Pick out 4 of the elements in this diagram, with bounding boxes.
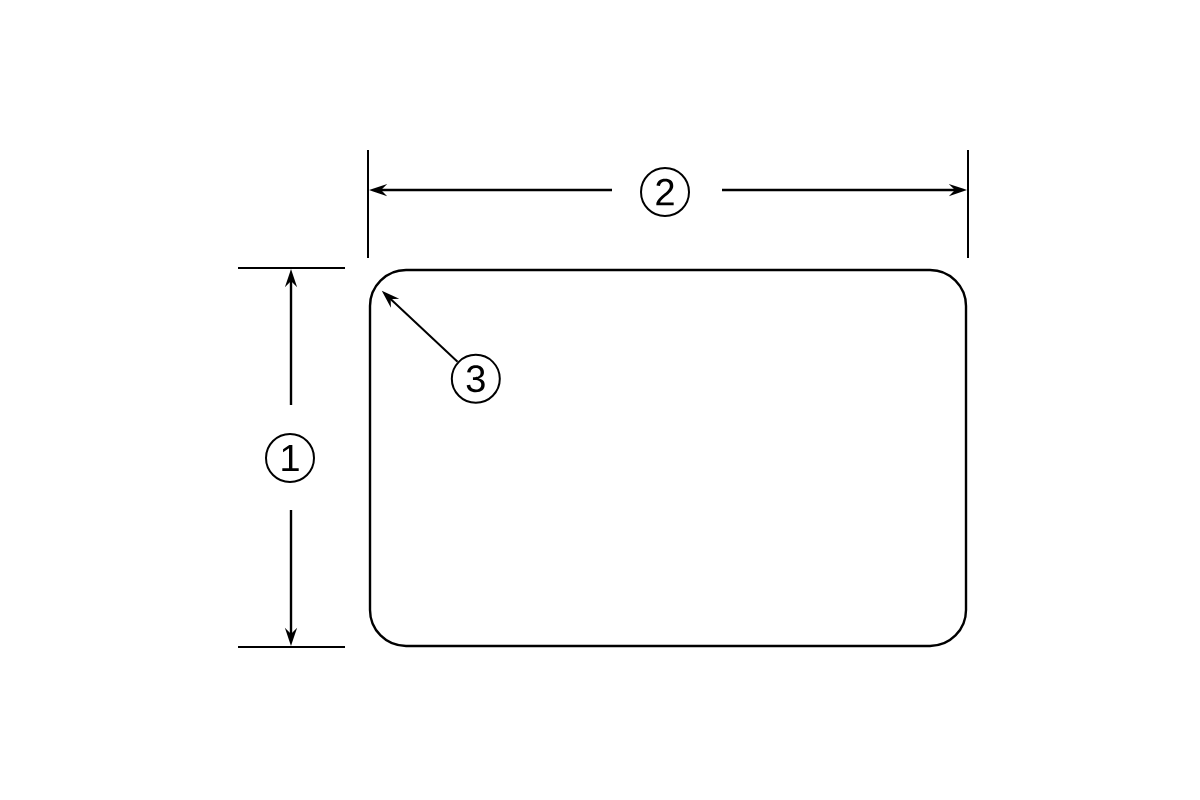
callout-number: 1 bbox=[265, 433, 315, 483]
callout-number: 2 bbox=[640, 167, 690, 217]
rounded-rectangle bbox=[368, 268, 968, 648]
callout-number: 3 bbox=[450, 353, 501, 404]
